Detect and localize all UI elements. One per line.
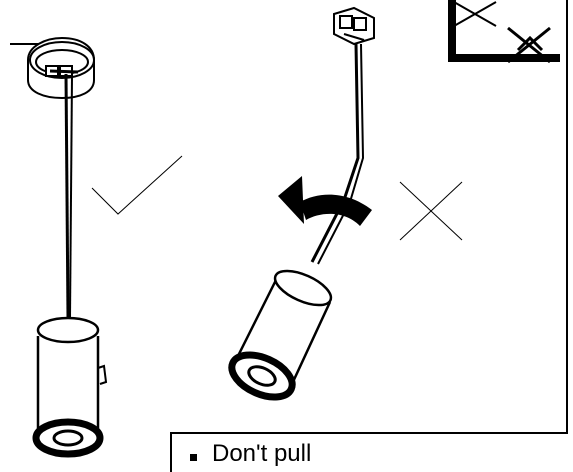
cross-mark-icon (399, 181, 463, 241)
pendant-cable (64, 73, 73, 319)
track-adapter (333, 6, 375, 46)
check-mark-icon (91, 155, 183, 215)
rotate-arrow-icon (278, 176, 372, 226)
page-border-right (566, 0, 568, 463)
bullet-icon (190, 454, 197, 461)
bent-cable (310, 43, 365, 265)
no-sloped-ceiling-icon (448, 0, 560, 64)
pendant-body (32, 316, 108, 458)
ceiling-canopy (10, 36, 95, 100)
instruction-note-text: Don't pull (212, 440, 312, 467)
instruction-note-box: Don't pull (170, 432, 568, 472)
tilted-pendant-body (228, 269, 333, 401)
